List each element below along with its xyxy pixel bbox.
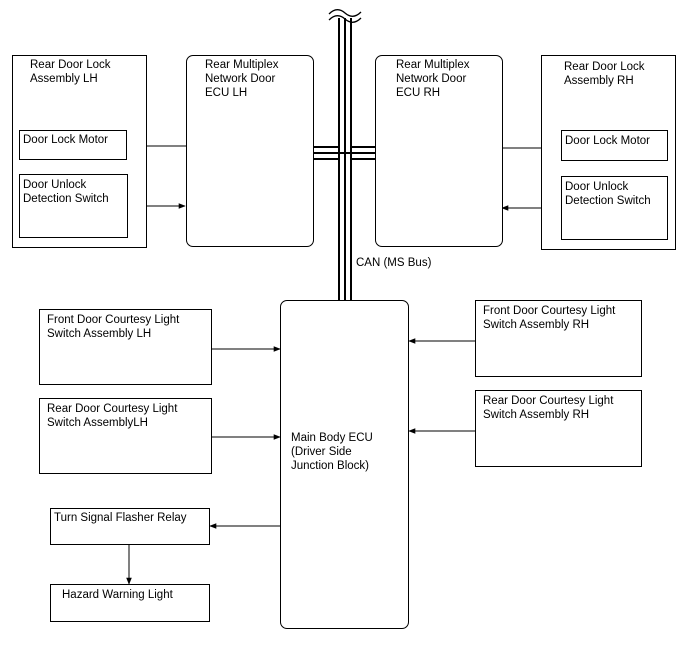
rear-door-courtesy-light-switch-rh: Rear Door Courtesy Light Switch Assembly… — [475, 390, 642, 467]
door-unlock-detection-switch-rh-label: Door Unlock Detection Switch — [565, 181, 651, 207]
bus-break-mark — [328, 9, 362, 23]
main-body-ecu: Main Body ECU (Driver Side Junction Bloc… — [280, 300, 409, 629]
front-door-courtesy-light-switch-lh: Front Door Courtesy Light Switch Assembl… — [39, 309, 212, 385]
front-door-courtesy-light-switch-rh: Front Door Courtesy Light Switch Assembl… — [475, 300, 642, 377]
rear-multiplex-network-door-ecu-rh: Rear Multiplex Network Door ECU RH — [375, 55, 503, 247]
door-lock-motor-rh: Door Lock Motor — [561, 130, 668, 161]
flasher-relay-label: Turn Signal Flasher Relay — [54, 512, 187, 524]
front-courtesy-lh-label: Front Door Courtesy Light Switch Assembl… — [47, 314, 180, 340]
rear-courtesy-lh-label: Rear Door Courtesy Light Switch Assembly… — [47, 403, 178, 429]
door-lock-motor-lh-label: Door Lock Motor — [23, 134, 109, 146]
turn-signal-flasher-relay: Turn Signal Flasher Relay — [50, 508, 210, 545]
ecu-rh-label: Rear Multiplex Network Door ECU RH — [396, 59, 470, 99]
door-lock-motor-lh: Door Lock Motor — [19, 130, 127, 160]
door-unlock-detection-switch-lh-label: Door Unlock Detection Switch — [23, 179, 109, 205]
can-bus-label: CAN (MS Bus) — [356, 257, 432, 269]
ecu-lh-label: Rear Multiplex Network Door ECU LH — [205, 59, 279, 99]
can-bus-lines — [313, 18, 376, 300]
rear-multiplex-network-door-ecu-lh: Rear Multiplex Network Door ECU LH — [186, 55, 314, 247]
rear-door-courtesy-light-switch-lh: Rear Door Courtesy Light Switch Assembly… — [39, 398, 212, 474]
door-lock-motor-rh-label: Door Lock Motor — [565, 135, 651, 147]
hazard-warning-light-label: Hazard Warning Light — [62, 589, 173, 601]
hazard-warning-light: Hazard Warning Light — [50, 584, 210, 622]
door-unlock-detection-switch-lh: Door Unlock Detection Switch — [19, 174, 128, 238]
rear-door-lock-assembly-rh-label: Rear Door Lock Assembly RH — [564, 61, 645, 87]
rear-door-lock-assembly-lh-label: Rear Door Lock Assembly LH — [30, 59, 111, 85]
rear-courtesy-rh-label: Rear Door Courtesy Light Switch Assembly… — [483, 395, 614, 421]
door-unlock-detection-switch-rh: Door Unlock Detection Switch — [561, 176, 668, 240]
front-courtesy-rh-label: Front Door Courtesy Light Switch Assembl… — [483, 305, 616, 331]
main-body-ecu-label: Main Body ECU (Driver Side Junction Bloc… — [291, 432, 373, 472]
